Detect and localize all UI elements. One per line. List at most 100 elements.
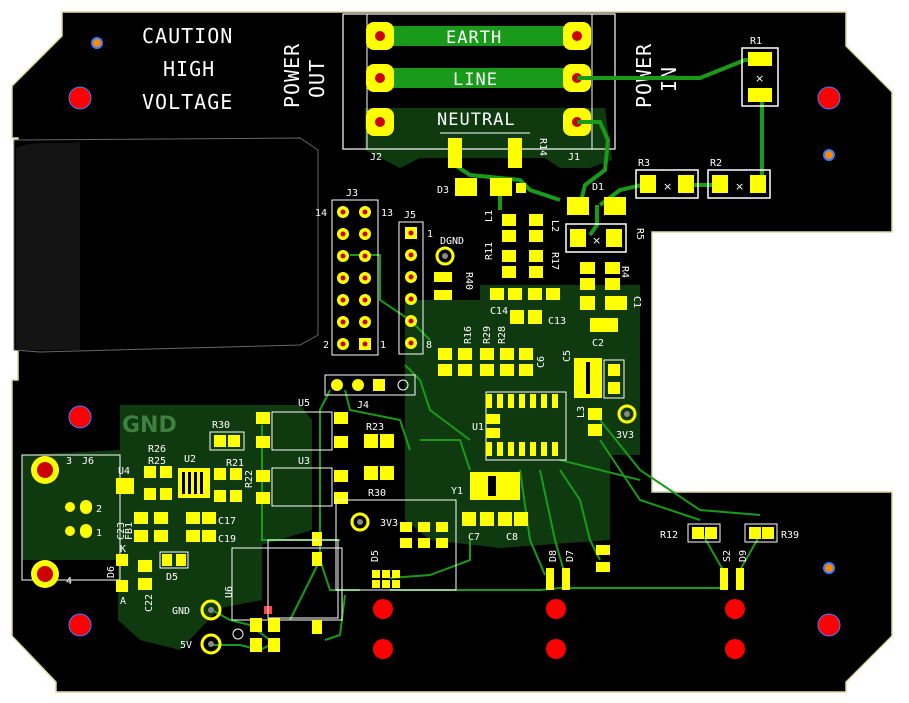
power-out-line1: POWER xyxy=(280,43,304,108)
label-j3: J3 xyxy=(346,188,358,199)
label-j1: J1 xyxy=(568,152,580,163)
svg-text:3: 3 xyxy=(66,456,72,467)
caps-c7-c8 xyxy=(462,512,528,526)
cap-c5: C5 xyxy=(562,350,602,398)
ferrite-fb1: D5 xyxy=(159,551,189,583)
label-r28: R28 xyxy=(497,326,508,344)
label-u5: U4 xyxy=(118,466,130,477)
ic-u4: U2 xyxy=(178,454,210,498)
resistor-r3: × R3 xyxy=(635,158,699,199)
svg-text:4: 4 xyxy=(66,576,72,587)
resistor-r30-left: R30 xyxy=(209,420,245,451)
warning-line2: HIGH xyxy=(163,57,215,81)
resistor-r40: R40 xyxy=(434,272,474,300)
caps-c18-c17 xyxy=(134,512,216,542)
resistor-r11: R11 xyxy=(484,242,516,278)
resistor-r23 xyxy=(364,434,394,448)
diode-d1: D1 xyxy=(567,182,626,215)
test-point-dgnd: DGND xyxy=(435,236,464,266)
label-d9: D9 xyxy=(738,550,749,562)
label-c6: C6 xyxy=(536,356,547,368)
cap-c19: C22 xyxy=(138,560,155,612)
label-r14: R14 xyxy=(537,138,548,156)
label-j6: J6 xyxy=(82,456,94,467)
header-j3: J3 14 13 2 1 xyxy=(315,188,393,356)
label-d7: D7 xyxy=(565,550,576,562)
label-d5: D5 xyxy=(370,550,381,562)
label-r16: R16 xyxy=(463,326,474,344)
svg-text:13: 13 xyxy=(381,208,393,219)
resistor-r1: × R1 xyxy=(741,36,779,107)
label-c7: C7 xyxy=(468,532,480,543)
label-r12: R12 xyxy=(660,530,678,541)
svg-text:×: × xyxy=(663,180,672,193)
label-d3: D3 xyxy=(437,185,449,196)
resistor-r26-r25 xyxy=(144,466,172,500)
svg-text:×: × xyxy=(755,72,764,85)
svg-text:×: × xyxy=(592,234,601,247)
label-c13: C13 xyxy=(548,316,566,327)
label-c5: C5 xyxy=(562,350,573,362)
label-l3: L3 xyxy=(576,406,587,418)
label-r3: R3 xyxy=(638,158,650,169)
resistor-r17: R17 xyxy=(529,250,560,278)
crystal-y1: Y1 xyxy=(451,472,520,500)
power-out-line2: OUT xyxy=(305,59,329,98)
resistor-r2: × R2 xyxy=(707,158,771,199)
mount-holes xyxy=(68,86,841,659)
gnd-fill-label: GND xyxy=(122,413,177,438)
terminal-block-outline xyxy=(342,13,616,150)
svg-text:×: × xyxy=(735,180,744,193)
label-fb1: D5 xyxy=(166,572,178,583)
label-u3: U3 xyxy=(298,456,310,467)
label-u2: U6 xyxy=(224,586,235,598)
resistor-r30-mid xyxy=(364,466,394,480)
gnd-pour-left xyxy=(22,405,312,650)
label-3v3-mid: 3V3 xyxy=(380,518,398,529)
svg-text:2: 2 xyxy=(96,504,102,515)
blue-vias xyxy=(91,37,835,574)
label-c14: C14 xyxy=(490,306,508,317)
label-r22: R22 xyxy=(244,470,255,488)
label-d1: D1 xyxy=(592,182,604,193)
diode-d5-group xyxy=(372,522,448,588)
test-point-3v3-mid: 3V3 xyxy=(350,512,398,532)
header-j5: J5 1 8 xyxy=(398,210,433,355)
label-l2: L2 xyxy=(549,220,560,232)
label-r2: R2 xyxy=(710,158,722,169)
ic-u3: U3 xyxy=(256,456,348,507)
label-r29: R29 xyxy=(482,326,493,344)
inductor-l1: L1 xyxy=(484,210,516,242)
label-gnd: GND xyxy=(172,606,190,617)
resistor-r21-r22 xyxy=(214,468,242,502)
neutral-label: NEUTRAL xyxy=(437,110,516,130)
svg-text:1: 1 xyxy=(96,528,102,539)
resistor-r12: R12 xyxy=(660,523,721,543)
power-in-line1: POWER xyxy=(632,43,656,108)
label-j5: J5 xyxy=(404,210,416,221)
label-j4: J4 xyxy=(357,400,369,411)
diode-d6: D6 K A xyxy=(106,544,128,607)
earth-label: EARTH xyxy=(446,28,502,48)
copper-pour-left xyxy=(13,137,319,353)
inductor-l2: L2 xyxy=(529,214,560,242)
label-c22: C23 xyxy=(116,522,127,540)
ic-u6: U5 xyxy=(256,398,348,451)
label-dgnd: DGND xyxy=(440,236,464,247)
label-3v3-right: 3V3 xyxy=(616,430,634,441)
inductor-l3: L3 xyxy=(576,406,602,436)
ic-u2: U6 xyxy=(224,532,343,652)
label-r23: R23 xyxy=(366,422,384,433)
label-c19: C22 xyxy=(144,594,155,612)
label-r5: R5 xyxy=(634,228,645,240)
label-r21: R21 xyxy=(226,458,244,469)
label-c1: C1 xyxy=(631,296,642,308)
label-c18: C17 xyxy=(218,516,236,527)
svg-text:1: 1 xyxy=(380,340,386,351)
header-j4: J4 xyxy=(324,374,416,411)
resistor-r5: × R5 xyxy=(565,223,645,253)
resistor-r39: R39 xyxy=(744,523,799,543)
misc-caps-row xyxy=(490,288,560,324)
test-point-5v: 5V xyxy=(180,633,222,655)
